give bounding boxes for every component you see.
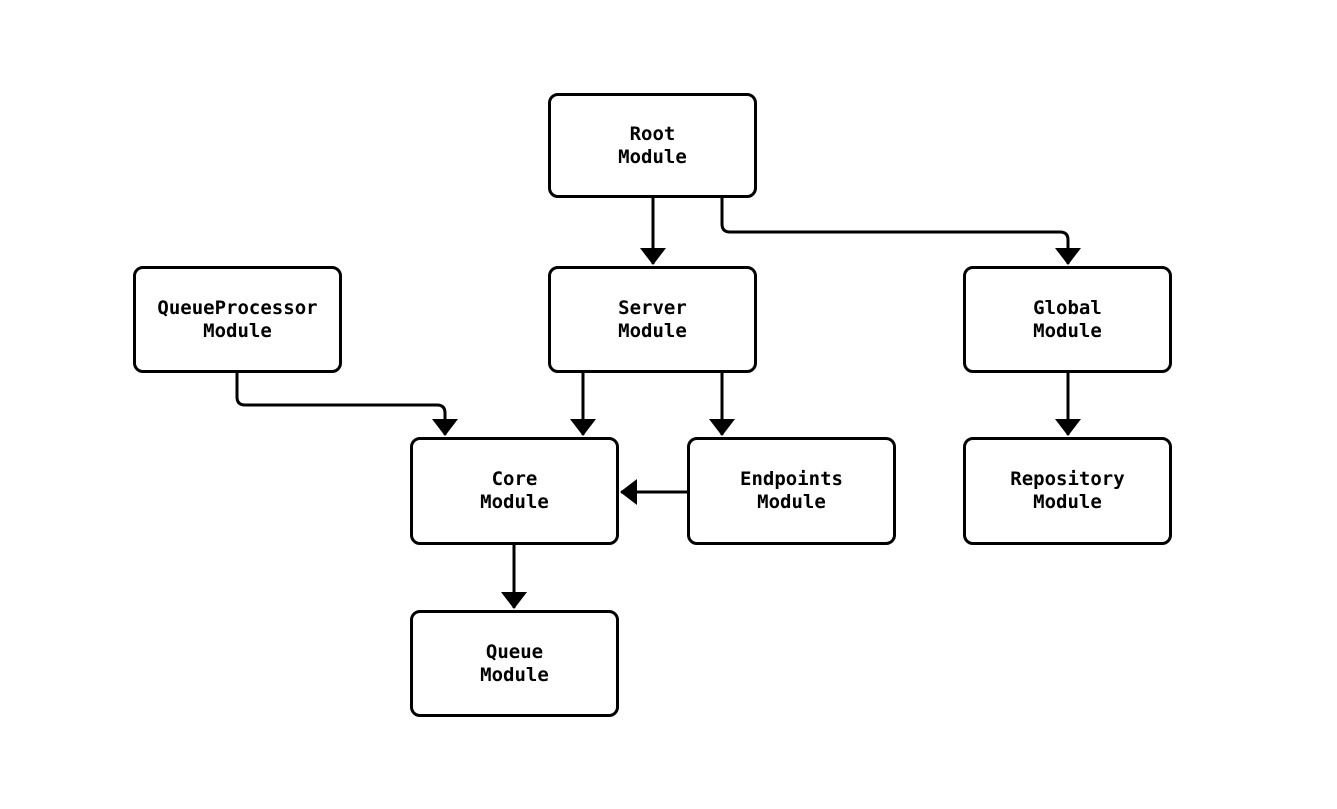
node-root-module: Root Module [548,93,757,198]
node-endpoints-module: Endpoints Module [687,437,896,545]
node-global-module: Global Module [963,266,1172,373]
node-queueprocessor-module: QueueProcessor Module [133,266,342,373]
node-core-module: Core Module [410,437,619,545]
edge-root-module-to-global-module [720,198,1081,265]
node-label: Global Module [1033,296,1102,342]
edges-group [235,198,1081,609]
node-queue-module: Queue Module [410,610,619,717]
node-label: Core Module [480,468,549,513]
node-repository-module: Repository Module [963,437,1172,545]
node-server-module: Server Module [548,266,757,373]
node-label: Queue Module [480,640,549,686]
node-label: Repository Module [1010,468,1125,513]
node-label: Root Module [618,122,687,168]
edge-queueprocessor-module-to-core-module [235,373,458,436]
node-label: QueueProcessor Module [157,296,318,342]
node-label: Endpoints Module [740,468,843,513]
node-label: Server Module [618,296,687,342]
